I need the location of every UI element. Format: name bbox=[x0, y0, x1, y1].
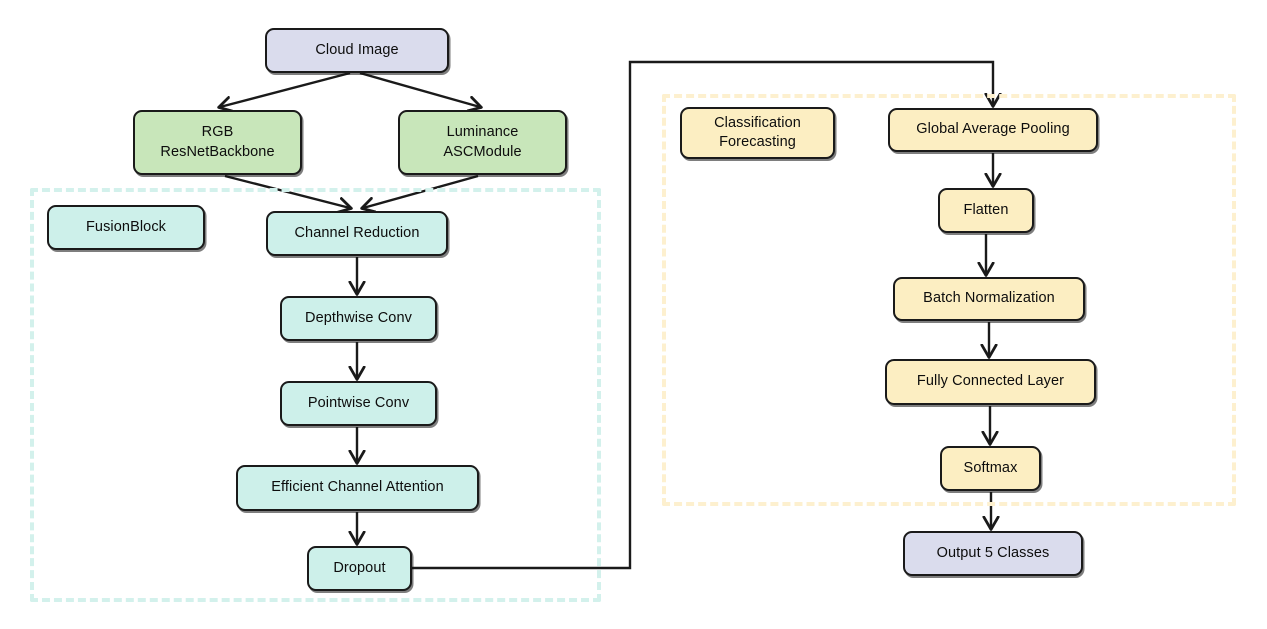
node-batch-normalization-label: Batch Normalization bbox=[923, 290, 1055, 307]
edge-cloud-to-luminance bbox=[359, 71, 480, 107]
node-classification-forecasting[interactable]: Classification Forecasting bbox=[680, 107, 835, 159]
node-rgb-resnet-backbone-label: RGB ResNetBackbone bbox=[160, 124, 275, 160]
node-softmax[interactable]: Softmax bbox=[940, 446, 1041, 491]
node-classification-forecasting-label: Classification Forecasting bbox=[714, 114, 801, 150]
node-cloud-image[interactable]: Cloud Image bbox=[265, 28, 449, 73]
node-rgb-resnet-backbone[interactable]: RGB ResNetBackbone bbox=[133, 110, 302, 175]
node-batch-normalization[interactable]: Batch Normalization bbox=[893, 277, 1085, 321]
node-global-average-pooling[interactable]: Global Average Pooling bbox=[888, 108, 1098, 152]
node-fusion-block[interactable]: FusionBlock bbox=[47, 205, 205, 250]
node-cloud-image-label: Cloud Image bbox=[315, 41, 399, 58]
node-softmax-label: Softmax bbox=[963, 459, 1018, 476]
node-depthwise-conv-label: Depthwise Conv bbox=[305, 309, 412, 326]
node-fully-connected-layer[interactable]: Fully Connected Layer bbox=[885, 359, 1096, 405]
node-flatten-label: Flatten bbox=[963, 201, 1009, 218]
node-flatten[interactable]: Flatten bbox=[938, 188, 1034, 233]
node-output-5-classes-label: Output 5 Classes bbox=[936, 544, 1050, 561]
node-pointwise-conv[interactable]: Pointwise Conv bbox=[280, 381, 437, 426]
node-channel-reduction-label: Channel Reduction bbox=[294, 224, 420, 241]
node-fully-connected-layer-label: Fully Connected Layer bbox=[916, 373, 1065, 390]
node-global-average-pooling-label: Global Average Pooling bbox=[916, 121, 1070, 138]
node-efficient-channel-attention[interactable]: Efficient Channel Attention bbox=[236, 465, 479, 511]
edge-cloud-to-rgb bbox=[220, 71, 351, 107]
node-output-5-classes[interactable]: Output 5 Classes bbox=[903, 531, 1083, 576]
node-dropout[interactable]: Dropout bbox=[307, 546, 412, 591]
node-fusion-block-label: FusionBlock bbox=[85, 218, 167, 235]
node-pointwise-conv-label: Pointwise Conv bbox=[307, 394, 410, 411]
node-dropout-label: Dropout bbox=[333, 559, 386, 576]
node-depthwise-conv[interactable]: Depthwise Conv bbox=[280, 296, 437, 341]
node-luminance-ascmodule-label: Luminance ASCModule bbox=[443, 124, 522, 160]
node-efficient-channel-attention-label: Efficient Channel Attention bbox=[271, 479, 444, 496]
node-luminance-ascmodule[interactable]: Luminance ASCModule bbox=[398, 110, 567, 175]
node-channel-reduction[interactable]: Channel Reduction bbox=[266, 211, 448, 256]
